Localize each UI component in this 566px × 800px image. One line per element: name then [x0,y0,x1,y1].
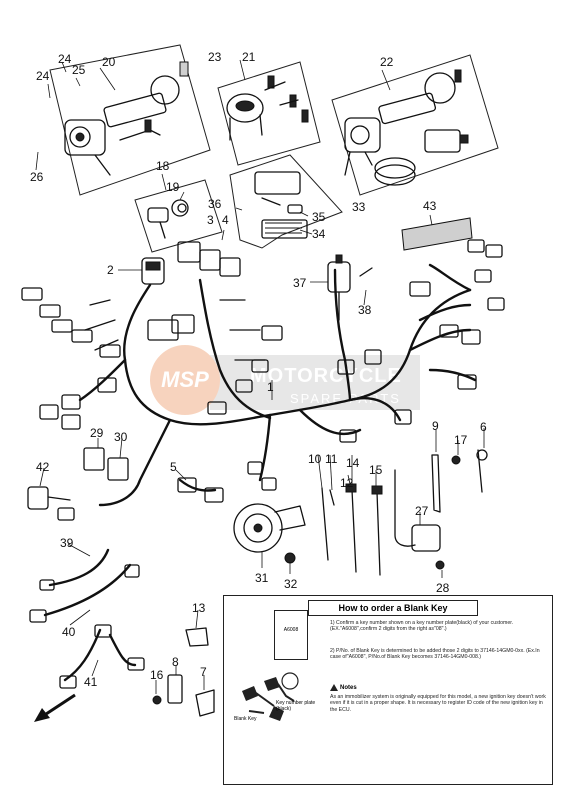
direction-arrow [34,693,76,722]
callout-17: 17 [454,433,468,447]
callout-13: 13 [192,601,206,615]
callout-23: 23 [208,50,222,64]
part-43 [401,217,473,251]
callout-31: 31 [255,571,269,585]
callout-numbers: 24 24 25 20 26 23 21 22 18 19 36 35 34 3… [30,50,487,689]
callout-4: 4 [222,213,229,227]
relays [83,447,129,481]
callout-32: 32 [284,577,298,591]
notes-caution-label-text: Notes [340,685,357,692]
callout-14: 14 [346,456,360,470]
callout-37: 37 [293,276,307,290]
callout-22: 22 [380,55,394,69]
connectors [21,239,505,503]
callout-10: 10 [308,452,322,466]
callout-35: 35 [312,210,326,224]
callout-24a: 24 [58,52,72,66]
watermark-band [210,355,420,410]
callout-29: 29 [90,426,104,440]
callout-41: 41 [84,675,98,689]
callout-9: 9 [432,419,439,433]
part-37 [327,254,373,321]
callout-18: 18 [156,159,170,173]
callout-36: 36 [208,197,222,211]
callout-30: 30 [114,430,128,444]
key-number-plate: A6008 [274,610,308,660]
part-42 [27,486,75,521]
callout-15: 15 [369,463,383,477]
callout-19: 19 [166,180,180,194]
small-parts [152,627,215,717]
callout-7: 7 [200,665,207,679]
key-illustration [242,672,299,721]
watermark: MSP MOTORCYCLE SPARE PARTS [150,345,420,420]
callout-40: 40 [62,625,76,639]
part-box-21 [217,61,321,166]
callout-16: 16 [150,668,164,682]
callout-26: 26 [30,170,44,184]
subharness-39-40 [29,548,140,623]
callout-11: 11 [325,452,338,466]
blank-key-label: Blank Key [234,716,257,722]
part-box-20 [49,44,211,196]
callout-39: 39 [60,536,74,550]
horn-31 [233,503,306,553]
callout-43: 43 [423,199,437,213]
key-plate-code: A6008 [283,627,299,633]
subharness-41 [59,624,145,689]
part-box-33 [229,154,343,249]
notes-title: How to order a Blank Key [308,600,478,616]
callout-12: 12 [340,476,354,490]
notes-step2: 2) P/No. of Blank Key is determined to b… [330,648,540,661]
callout-5: 5 [170,460,177,474]
callout-25: 25 [72,63,86,77]
key-plate-label: Key number plate (black) [276,700,316,712]
callout-28: 28 [436,581,450,595]
warning-icon [330,684,338,691]
notes-caution-label: Notes [330,684,357,691]
callout-27: 27 [415,504,429,518]
callout-38: 38 [358,303,372,317]
callout-34: 34 [312,227,326,241]
callout-33: 33 [352,200,366,214]
clamps-9-17-6 [431,449,488,513]
notes-caution: As an immobilizer system is originally e… [330,694,546,713]
watermark-logo-text: MSP [161,367,209,392]
callout-1: 1 [267,380,274,394]
callout-8: 8 [172,655,179,669]
part-27 [394,469,445,570]
callout-24b: 24 [36,69,50,83]
callout-21: 21 [242,50,256,64]
leader-lines [35,59,485,694]
cable-ties [321,483,383,576]
watermark-line1: MOTORCYCLE [250,365,402,387]
blank-key-notes: How to order a Blank Key A6008 Blank Key… [223,595,553,785]
callout-20: 20 [102,55,116,69]
bolt-32 [284,552,296,564]
callout-2: 2 [107,263,114,277]
callout-42: 42 [36,460,50,474]
callout-6: 6 [480,420,487,434]
part-box-22 [331,54,499,196]
notes-step1: 1) Confirm a key number shown on a key n… [330,620,514,633]
main-harness [78,263,477,507]
callout-3: 3 [207,213,214,227]
